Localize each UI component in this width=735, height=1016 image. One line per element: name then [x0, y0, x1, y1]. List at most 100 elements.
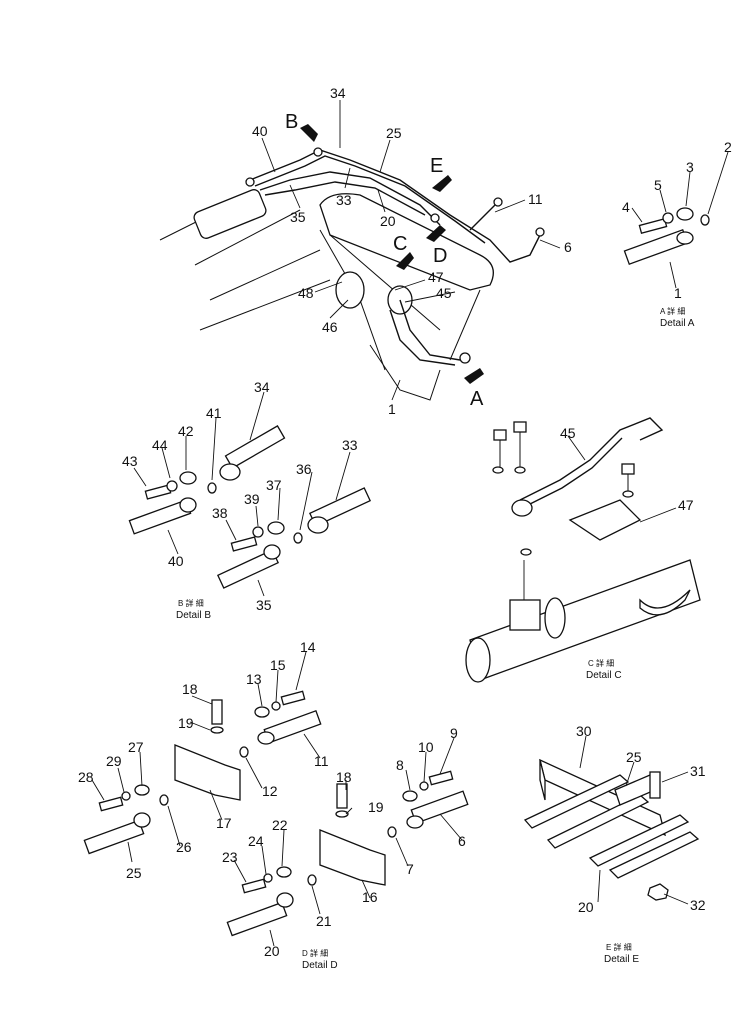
callout-14: 14 — [300, 639, 316, 655]
bolt-18 — [211, 699, 223, 725]
callout-27: 27 — [128, 739, 144, 755]
callout-29: 29 — [106, 753, 122, 769]
callout-40: 40 — [168, 553, 184, 569]
detail-e-kanji: E 詳 細 — [606, 942, 632, 952]
split-flange-37 — [267, 521, 285, 535]
view-letter-a: A — [470, 388, 484, 410]
detail-a-label: Detail A — [660, 318, 695, 329]
washer-29 — [121, 791, 131, 801]
bolt — [513, 421, 527, 433]
washer-15 — [271, 701, 281, 711]
callout-35: 35 — [256, 597, 272, 613]
bolt-9 — [428, 770, 454, 786]
clamp-band-lower — [639, 589, 691, 616]
detail-c-label: Detail C — [586, 670, 622, 681]
clamp-c — [511, 499, 533, 517]
bolt-28 — [98, 796, 124, 812]
pipe-11 — [254, 155, 486, 244]
block-17 — [174, 744, 241, 801]
callout-15: 15 — [270, 657, 286, 673]
callout-36: 36 — [296, 461, 312, 477]
callout-6: 6 — [564, 239, 572, 255]
view-arrow-a — [464, 368, 484, 384]
callout-19: 19 — [178, 715, 194, 731]
callout-21: 21 — [316, 913, 332, 929]
view-letter-d: D — [433, 245, 447, 267]
callout-18: 18 — [182, 681, 198, 697]
pipe-rail — [546, 794, 650, 849]
pipe-45-detail — [519, 417, 664, 501]
callout-41: 41 — [206, 405, 222, 421]
callout-34: 34 — [330, 85, 346, 101]
pipe-20 — [259, 171, 441, 226]
split-flange-13 — [254, 706, 270, 718]
detail-a-kanji: A 詳 細 — [660, 306, 685, 316]
callout-2: 2 — [724, 139, 732, 155]
callout-47: 47 — [428, 269, 444, 285]
callout-1: 1 — [674, 285, 682, 301]
split-flange-27 — [134, 784, 150, 796]
callout-20: 20 — [264, 943, 280, 959]
washer-39 — [252, 526, 264, 538]
callout-46: 46 — [322, 319, 338, 335]
callout-25: 25 — [126, 865, 142, 881]
washer-10 — [419, 781, 429, 791]
callout-1: 1 — [388, 401, 396, 417]
detail-e-label: Detail E — [604, 954, 639, 965]
detail-d-label: Detail D — [302, 960, 338, 971]
callout-7: 7 — [406, 861, 414, 877]
callout-18: 18 — [336, 769, 352, 785]
callout-8: 8 — [396, 757, 404, 773]
washer-19 — [335, 810, 349, 818]
callout-12: 12 — [262, 783, 278, 799]
callout-40: 40 — [252, 123, 268, 139]
view-arrow-c — [396, 252, 414, 270]
callout-4: 4 — [622, 199, 630, 215]
callout-11: 11 — [528, 191, 543, 207]
view-arrow-b — [300, 124, 318, 142]
callout-26: 26 — [176, 839, 192, 855]
swivel-joint — [335, 271, 365, 309]
block-16 — [319, 829, 386, 886]
callout-45: 45 — [560, 425, 576, 441]
pipe-20 — [588, 814, 690, 867]
bracket-47 — [568, 499, 642, 541]
callout-25: 25 — [626, 749, 642, 765]
bolt-31 — [649, 771, 661, 799]
detail-b-kanji: B 詳 細 — [178, 598, 204, 608]
detail-d: 18 19 13 15 14 12 11 17 27 29 28 26 25 1… — [78, 639, 469, 971]
bolt — [621, 463, 635, 475]
callout-42: 42 — [178, 423, 194, 439]
callout-17: 17 — [216, 815, 232, 831]
pipe-20 — [226, 901, 288, 937]
detail-a: 4 5 3 2 1 A 詳 細 Detail A — [622, 139, 732, 329]
washer-5 — [662, 212, 674, 224]
boom-body — [319, 193, 494, 291]
callout-13: 13 — [246, 671, 262, 687]
callout-34: 34 — [254, 379, 270, 395]
callout-3: 3 — [686, 159, 694, 175]
callout-32: 32 — [690, 897, 706, 913]
detail-b: 34 41 42 44 43 40 37 39 38 36 35 33 B 詳 … — [122, 379, 372, 621]
callout-37: 37 — [266, 477, 282, 493]
view-letter-b: B — [285, 111, 298, 133]
callout-33: 33 — [336, 192, 352, 208]
main-assembly-view: B E D C A 34 40 25 33 35 20 11 6 45 47 4… — [159, 85, 572, 417]
o-ring-21 — [307, 874, 317, 886]
pipe-45 — [389, 299, 461, 366]
callout-20: 20 — [380, 213, 396, 229]
callout-20: 20 — [578, 899, 594, 915]
bolt-18 — [336, 783, 348, 809]
cylinder-tube — [469, 559, 701, 681]
pipe-25 — [83, 819, 145, 855]
o-ring-12 — [239, 746, 249, 758]
callout-10: 10 — [418, 739, 434, 755]
callout-43: 43 — [122, 453, 138, 469]
split-flange-3 — [676, 207, 694, 221]
o-ring-26 — [159, 794, 169, 806]
o-ring-7 — [387, 826, 397, 838]
callout-25: 25 — [386, 125, 402, 141]
callout-11: 11 — [314, 753, 329, 769]
o-ring-41 — [207, 482, 217, 494]
